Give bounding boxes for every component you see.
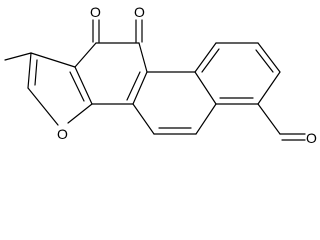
atom-label-ketone-oxygen-1: O	[90, 4, 101, 20]
bond-quinone-c10a-c9a-double	[126, 71, 141, 101]
bond-quinone-c10a-c9a	[132, 71, 148, 105]
bond-right-c3b-c4	[194, 42, 217, 73]
atom-label-aldehyde-oxygen: O	[306, 130, 317, 146]
bond-quinone-c3a-c11	[74, 42, 97, 68]
bond-furan-c9b-c3a-double	[69, 71, 85, 102]
bond-aldehyde-c7-cho	[257, 103, 281, 135]
bond-right-c5-c6	[257, 42, 281, 73]
bond-middle-c6a-c3b	[194, 71, 217, 105]
molecular-structure-diagram: O O O O	[4, 4, 317, 146]
bond-right-c6-c7	[257, 71, 281, 105]
bond-furan-c9b-c3a	[74, 66, 93, 105]
bond-furan-c3-c2	[27, 52, 32, 89]
bond-furan-c3-c3a	[30, 52, 76, 68]
atom-labels: O O O O	[57, 4, 317, 146]
atom-label-furan-oxygen: O	[57, 126, 68, 142]
bond-furan-c3-c2-double	[34, 59, 38, 86]
atom-label-ketone-oxygen-2: O	[134, 4, 145, 20]
bond-furan-c2-o	[27, 87, 59, 126]
bond-furan-o-c9b	[67, 103, 93, 124]
bond-right-c5-c6-double	[255, 49, 274, 73]
bond-right-c3b-c4-double	[201, 48, 220, 73]
bond-quinone-c10-c10a	[138, 42, 148, 73]
bond-middle-c9a-c8	[132, 103, 155, 135]
bond-methyl	[4, 52, 32, 61]
bond-middle-c7-c6a	[195, 103, 217, 135]
bonds	[4, 19, 306, 141]
